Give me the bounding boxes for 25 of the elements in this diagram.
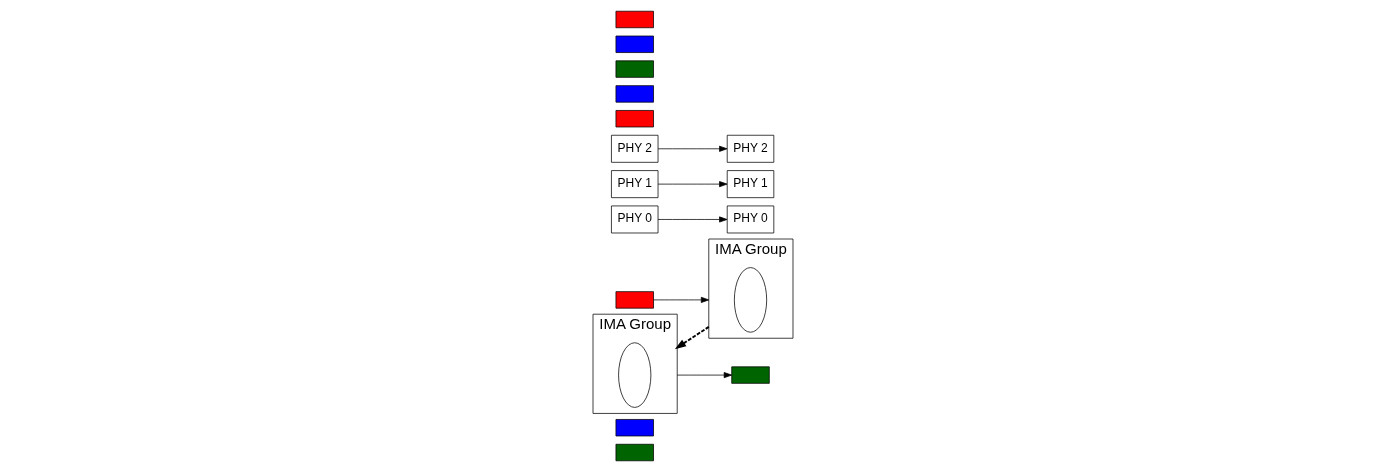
node-box: PHY 1 <box>726 170 774 199</box>
node-circle <box>733 267 767 333</box>
node-box: PHY 2 <box>610 134 658 163</box>
node-box <box>615 10 654 29</box>
node-circle <box>617 342 651 408</box>
node-box: PHY 0 <box>610 205 658 234</box>
node-box <box>615 85 654 103</box>
node-box <box>615 419 654 437</box>
node-box: PHY 2 <box>726 134 774 163</box>
node-box <box>615 110 654 128</box>
node-box <box>730 366 770 384</box>
arrow <box>676 372 732 379</box>
cluster: IMA Group <box>707 238 793 339</box>
node-box: PHY 1 <box>610 170 658 199</box>
node-box <box>615 60 654 78</box>
node-box <box>615 443 654 462</box>
node-box <box>615 35 654 53</box>
arrow <box>657 181 727 188</box>
cluster: IMA Group <box>592 313 678 414</box>
arrow <box>657 216 727 223</box>
arrow <box>652 296 709 303</box>
arrow <box>657 145 727 152</box>
arrow <box>674 325 710 350</box>
node-box <box>615 291 654 309</box>
node-box: PHY 0 <box>726 205 774 234</box>
